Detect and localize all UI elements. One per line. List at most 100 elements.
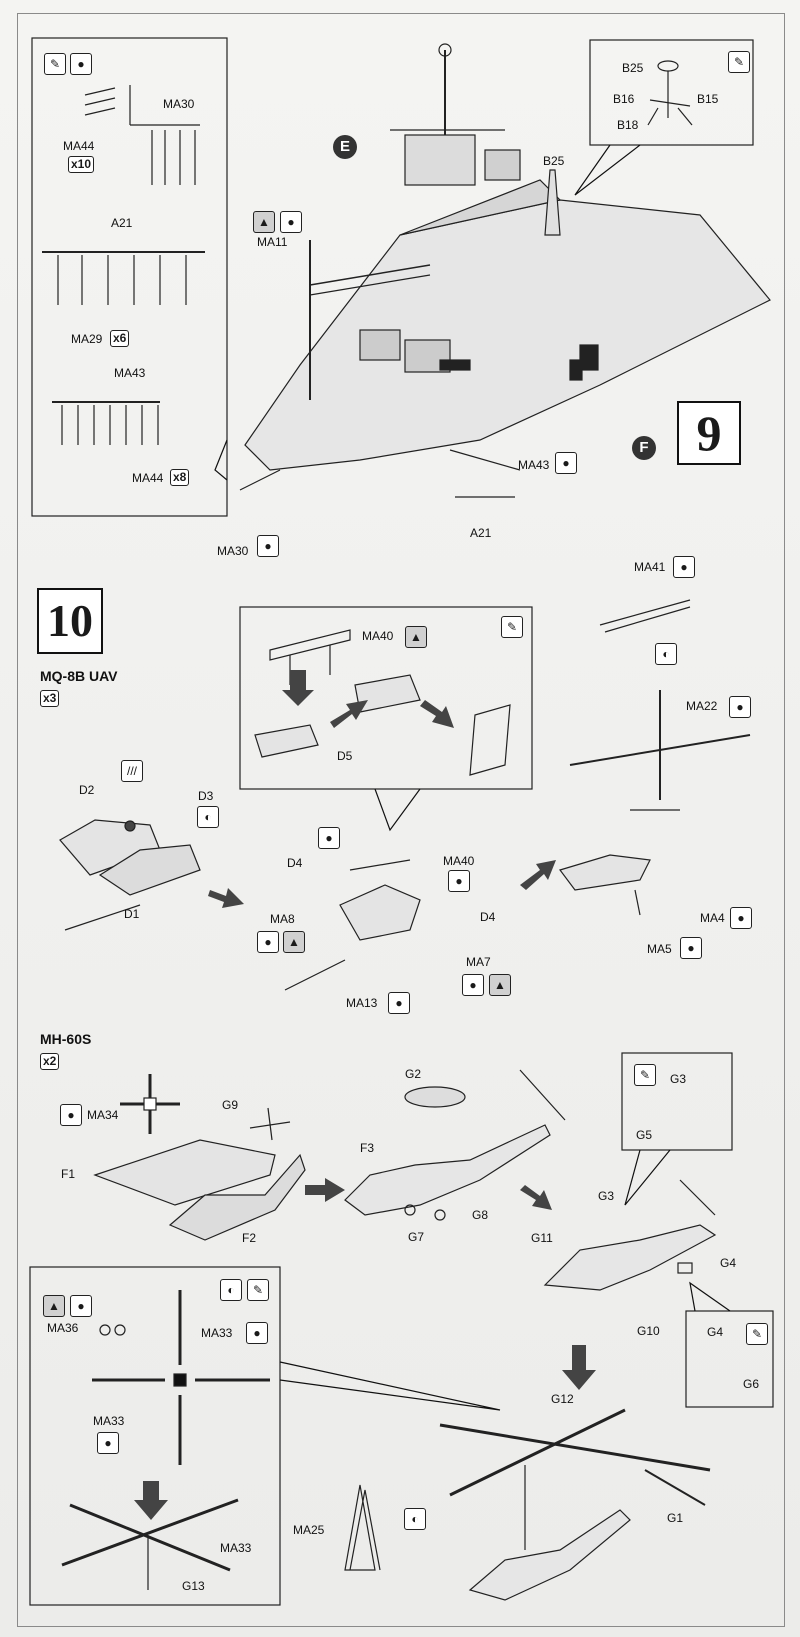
flip-icon: ▲ — [253, 211, 275, 233]
label-ma11: MA11 — [257, 235, 288, 249]
a21-rail-drawing — [42, 251, 205, 305]
label-ma40-b: MA40 — [443, 854, 475, 868]
mh60-quantity: x2 — [40, 1053, 60, 1070]
uav-quantity: x3 — [40, 690, 60, 707]
uav-assembled-drawing — [284, 599, 751, 991]
label-d4: D4 — [287, 856, 303, 870]
qty-x10: x10 — [68, 156, 95, 173]
skid-assembly-drawing — [254, 629, 511, 776]
paint-icon: ✎ — [634, 1064, 656, 1086]
mh60-final-drawing — [439, 1408, 711, 1601]
arrows-step10 — [134, 670, 596, 1520]
label-g5: G5 — [636, 1128, 653, 1142]
label-b25: B25 — [622, 61, 644, 75]
flip-icon: ▲ — [283, 931, 305, 953]
rotor-blade-assembly-drawing — [61, 1290, 270, 1590]
label-ma33-c: MA33 — [220, 1541, 252, 1555]
ma44-parts-drawing — [84, 87, 116, 116]
mh60-fuselage-halves-drawing — [93, 1107, 306, 1241]
glue-icon: ● — [680, 937, 702, 959]
glue-icon: ● — [673, 556, 695, 578]
marker-f: F — [632, 436, 656, 460]
ma43-rail-drawing — [52, 401, 160, 445]
glue-icon: ● — [70, 53, 92, 75]
label-ma44-b: MA44 — [132, 471, 164, 485]
glue-icon: ● — [730, 907, 752, 929]
label-ma7: MA7 — [466, 955, 491, 969]
label-g13: G13 — [182, 1579, 205, 1593]
ship-superstructure-drawing — [239, 43, 771, 498]
rotate-icon: ◐ — [220, 1279, 242, 1301]
label-g4: G4 — [720, 1256, 737, 1270]
label-d2: D2 — [79, 783, 95, 797]
glue-icon: ● — [318, 827, 340, 849]
glue-icon: ● — [257, 535, 279, 557]
glue-icon: ● — [280, 211, 302, 233]
label-ma13: MA13 — [346, 996, 378, 1010]
label-g8: G8 — [472, 1208, 489, 1222]
glue-icon: ● — [246, 1322, 268, 1344]
label-b16: B16 — [613, 92, 635, 106]
glue-icon: ● — [462, 974, 484, 996]
label-d4-b: D4 — [480, 910, 496, 924]
label-g1: G1 — [667, 1511, 684, 1525]
b-parts-mast-drawing — [647, 60, 693, 126]
label-ma34: MA34 — [87, 1108, 119, 1122]
label-d3: D3 — [198, 789, 214, 803]
label-ma33-b: MA33 — [93, 1414, 125, 1428]
label-g9: G9 — [222, 1098, 239, 1112]
label-f3: F3 — [360, 1141, 375, 1155]
label-f2: F2 — [242, 1231, 257, 1245]
paint-icon: ✎ — [44, 53, 66, 75]
label-g3: G3 — [670, 1072, 687, 1086]
page-frame — [17, 13, 785, 1627]
glue-icon: ● — [555, 452, 577, 474]
qty-x8: x8 — [170, 469, 190, 486]
glue-icon: ● — [257, 931, 279, 953]
callout-box-skid — [239, 606, 533, 790]
label-d1: D1 — [124, 907, 140, 921]
label-d5: D5 — [337, 749, 353, 763]
flip-icon: ▲ — [43, 1295, 65, 1317]
label-ma5: MA5 — [647, 942, 672, 956]
mh60-rotor-ma34-drawing — [120, 1074, 180, 1134]
label-g3-b: G3 — [598, 1189, 615, 1203]
label-a21: A21 — [111, 216, 133, 230]
rotate-icon: ◐ — [404, 1508, 426, 1530]
label-b15: B15 — [697, 92, 719, 106]
paint-icon: ✎ — [247, 1279, 269, 1301]
flip-icon: ▲ — [405, 626, 427, 648]
label-ma40: MA40 — [362, 629, 394, 643]
label-g7: G7 — [408, 1230, 425, 1244]
label-ma41: MA41 — [634, 560, 666, 574]
glue-icon: ● — [448, 870, 470, 892]
label-ma43: MA43 — [114, 366, 146, 380]
label-b18: B18 — [617, 118, 639, 132]
mh60-complete-drawing — [543, 1179, 717, 1291]
label-ma4: MA4 — [700, 911, 725, 925]
marker-e: E — [333, 135, 357, 159]
glue-icon: ● — [60, 1104, 82, 1126]
step-9-number: 9 — [677, 401, 741, 465]
mh60-assembly-drawing — [344, 1069, 566, 1221]
rotate-icon: ◐ — [655, 643, 677, 665]
callout-box-mast — [589, 39, 754, 146]
callout-box-rotor — [29, 1266, 281, 1606]
label-ma30-b: MA30 — [217, 544, 249, 558]
label-g2: G2 — [405, 1067, 422, 1081]
flip-icon: ▲ — [489, 974, 511, 996]
step-10-number: 10 — [37, 588, 103, 654]
label-b25-b: B25 — [543, 154, 565, 168]
decal-icon: /// — [121, 760, 143, 782]
paint-icon: ✎ — [746, 1323, 768, 1345]
glue-icon: ● — [70, 1295, 92, 1317]
mh60-section-title: MH-60S — [40, 1031, 92, 1047]
uav-section-title: MQ-8B UAV — [40, 668, 118, 684]
callout-box-left — [31, 37, 228, 517]
glue-icon: ● — [729, 696, 751, 718]
label-g6: G6 — [743, 1377, 760, 1391]
ma25-strap-drawing — [344, 1484, 381, 1571]
label-ma33: MA33 — [201, 1326, 233, 1340]
